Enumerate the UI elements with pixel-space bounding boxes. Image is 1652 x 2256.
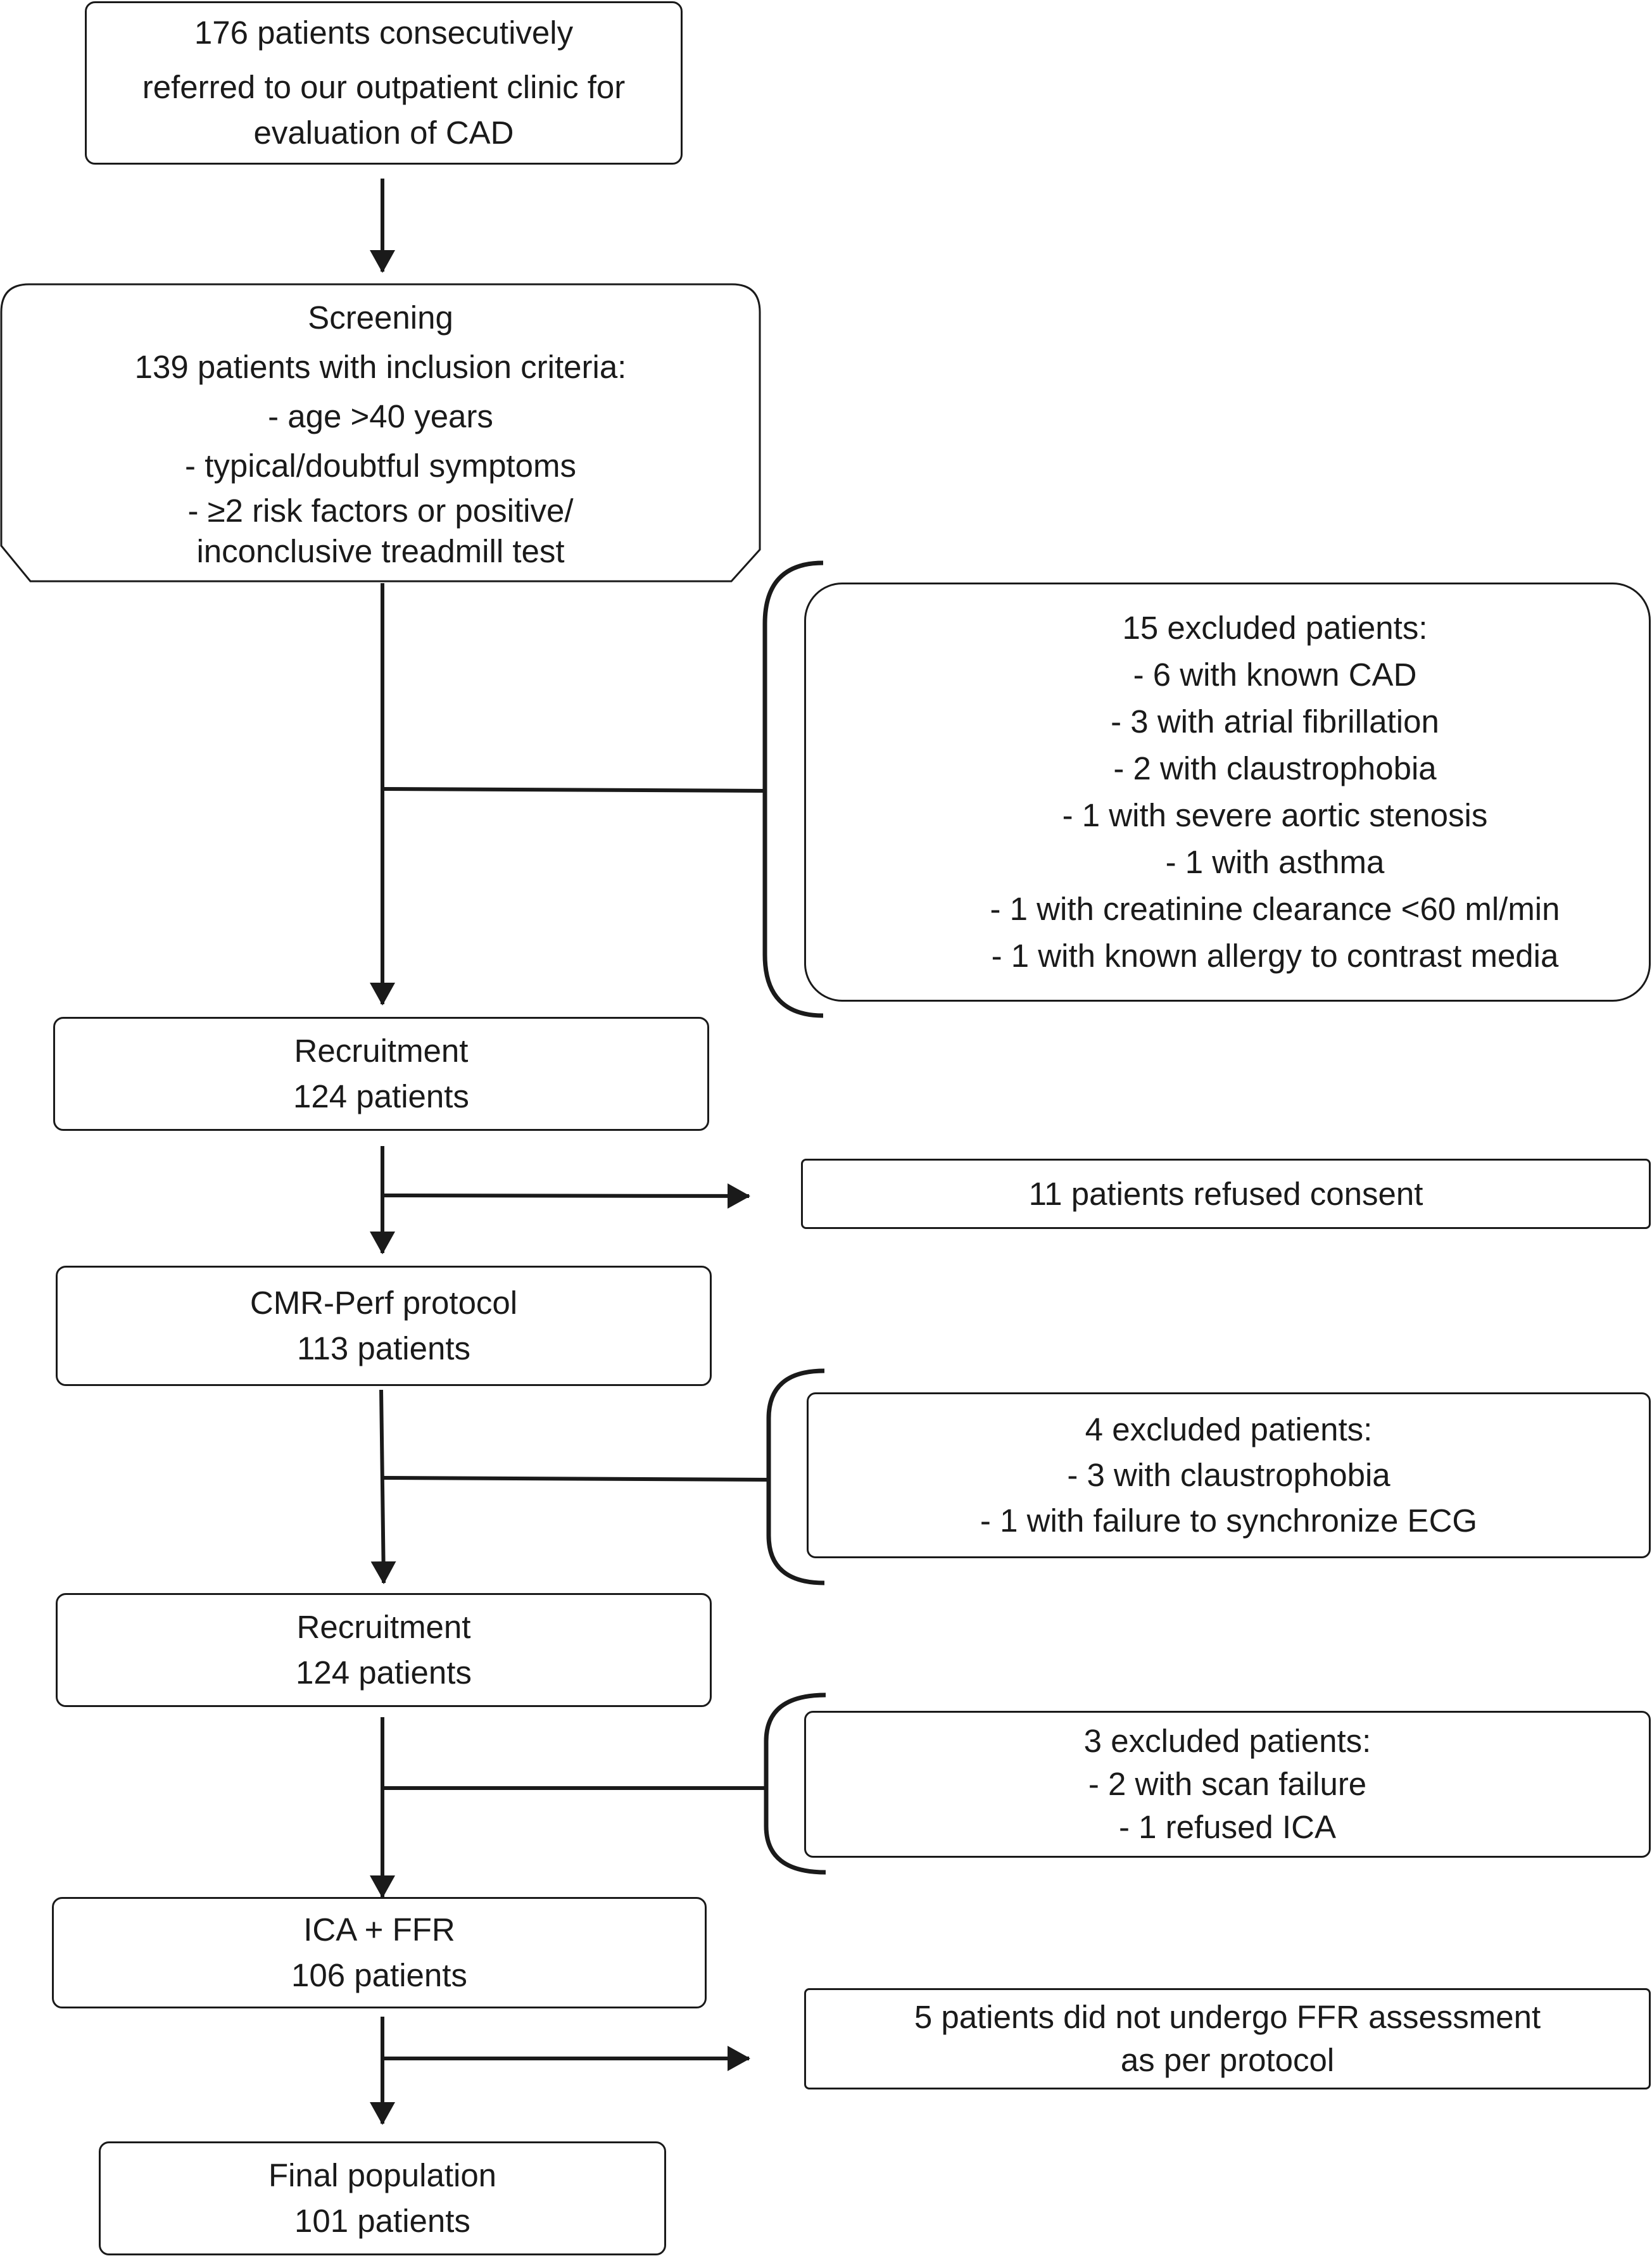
exclusion-1-item-7: - 1 with known allergy to contrast media	[991, 938, 1559, 974]
bracket-exclusion-3	[764, 1692, 826, 1875]
cmr-perf-box: CMR-Perf protocol 113 patients	[56, 1266, 712, 1386]
screening-box-shape	[0, 283, 761, 583]
exclusion-1-item-2: - 3 with atrial fibrillation	[1111, 703, 1439, 740]
refused-consent-box: 11 patients refused consent	[801, 1159, 1651, 1229]
exclusion-2-title: 4 excluded patients:	[1085, 1411, 1373, 1447]
recruitment-box-2: Recruitment 124 patients	[56, 1593, 712, 1707]
referral-line-3: evaluation of CAD	[253, 115, 514, 151]
exclusion-2-item-1: - 3 with claustrophobia	[1067, 1457, 1390, 1493]
exclusion-1-item-6: - 1 with creatinine clearance <60 ml/min	[990, 891, 1560, 927]
bracket-exclusion-1	[762, 560, 824, 1018]
recruitment-2-title: Recruitment	[296, 1609, 471, 1645]
exclusion-3-item-1: - 2 with scan failure	[1088, 1766, 1367, 1802]
exclusion-box-2: 4 excluded patients: - 3 with claustroph…	[807, 1392, 1651, 1558]
screening-box: Screening 139 patients with inclusion cr…	[1, 284, 760, 581]
exclusion-box-3: 3 excluded patients: - 2 with scan failu…	[804, 1711, 1651, 1858]
exclusion-1-item-1: - 6 with known CAD	[1133, 657, 1417, 693]
exclusion-3-item-2: - 1 refused ICA	[1119, 1809, 1336, 1845]
ica-ffr-count: 106 patients	[291, 1957, 467, 1993]
branch-arrow-refused	[382, 1183, 750, 1209]
ica-ffr-box: ICA + FFR 106 patients	[52, 1897, 707, 2008]
final-count: 101 patients	[294, 2203, 470, 2239]
bracket-exclusion-2	[766, 1368, 825, 1585]
branch-line-exclusion-1	[382, 787, 766, 793]
no-ffr-line-2: as per protocol	[1120, 2042, 1335, 2078]
arrow-cmr-to-recruitment2	[370, 1389, 396, 1584]
screening-criterion-risk: - ≥2 risk factors or positive/	[187, 493, 574, 529]
recruitment-box-1: Recruitment 124 patients	[53, 1017, 709, 1131]
no-ffr-box: 5 patients did not undergo FFR assessmen…	[804, 1988, 1651, 2089]
no-ffr-line-1: 5 patients did not undergo FFR assessmen…	[914, 1999, 1541, 2035]
referral-box: 176 patients consecutively referred to o…	[85, 1, 683, 165]
screening-criterion-age: - age >40 years	[268, 398, 493, 434]
cmr-perf-count: 113 patients	[296, 1330, 471, 1366]
screening-title: Screening	[308, 299, 453, 336]
exclusion-1-item-4: - 1 with severe aortic stenosis	[1062, 797, 1488, 833]
screening-criterion-symptoms: - typical/doubtful symptoms	[185, 448, 576, 484]
recruitment-2-count: 124 patients	[296, 1654, 472, 1691]
branch-line-exclusion-2	[382, 1476, 769, 1482]
final-title: Final population	[268, 2157, 497, 2193]
referral-line-2: referred to our outpatient clinic for	[142, 69, 626, 105]
exclusion-1-title: 15 excluded patients:	[1122, 610, 1428, 646]
screening-line-2: 139 patients with inclusion criteria:	[134, 349, 627, 385]
referral-line-1: 176 patients consecutively	[194, 15, 574, 51]
screening-criterion-risk-cont: inconclusive treadmill test	[196, 533, 565, 569]
exclusion-2-item-2: - 1 with failure to synchronize ECG	[980, 1503, 1478, 1539]
exclusion-3-title: 3 excluded patients:	[1083, 1723, 1371, 1759]
final-population-box: Final population 101 patients	[99, 2141, 666, 2255]
refused-consent-text: 11 patients refused consent	[1028, 1175, 1423, 1212]
exclusion-box-1: 15 excluded patients: - 6 with known CAD…	[804, 583, 1651, 1002]
recruitment-1-title: Recruitment	[294, 1033, 469, 1069]
exclusion-1-item-5: - 1 with asthma	[1165, 844, 1385, 880]
ica-ffr-title: ICA + FFR	[303, 1912, 455, 1948]
cmr-perf-title: CMR-Perf protocol	[249, 1285, 518, 1321]
exclusion-1-item-3: - 2 with claustrophobia	[1113, 750, 1437, 786]
recruitment-1-count: 124 patients	[293, 1078, 469, 1114]
